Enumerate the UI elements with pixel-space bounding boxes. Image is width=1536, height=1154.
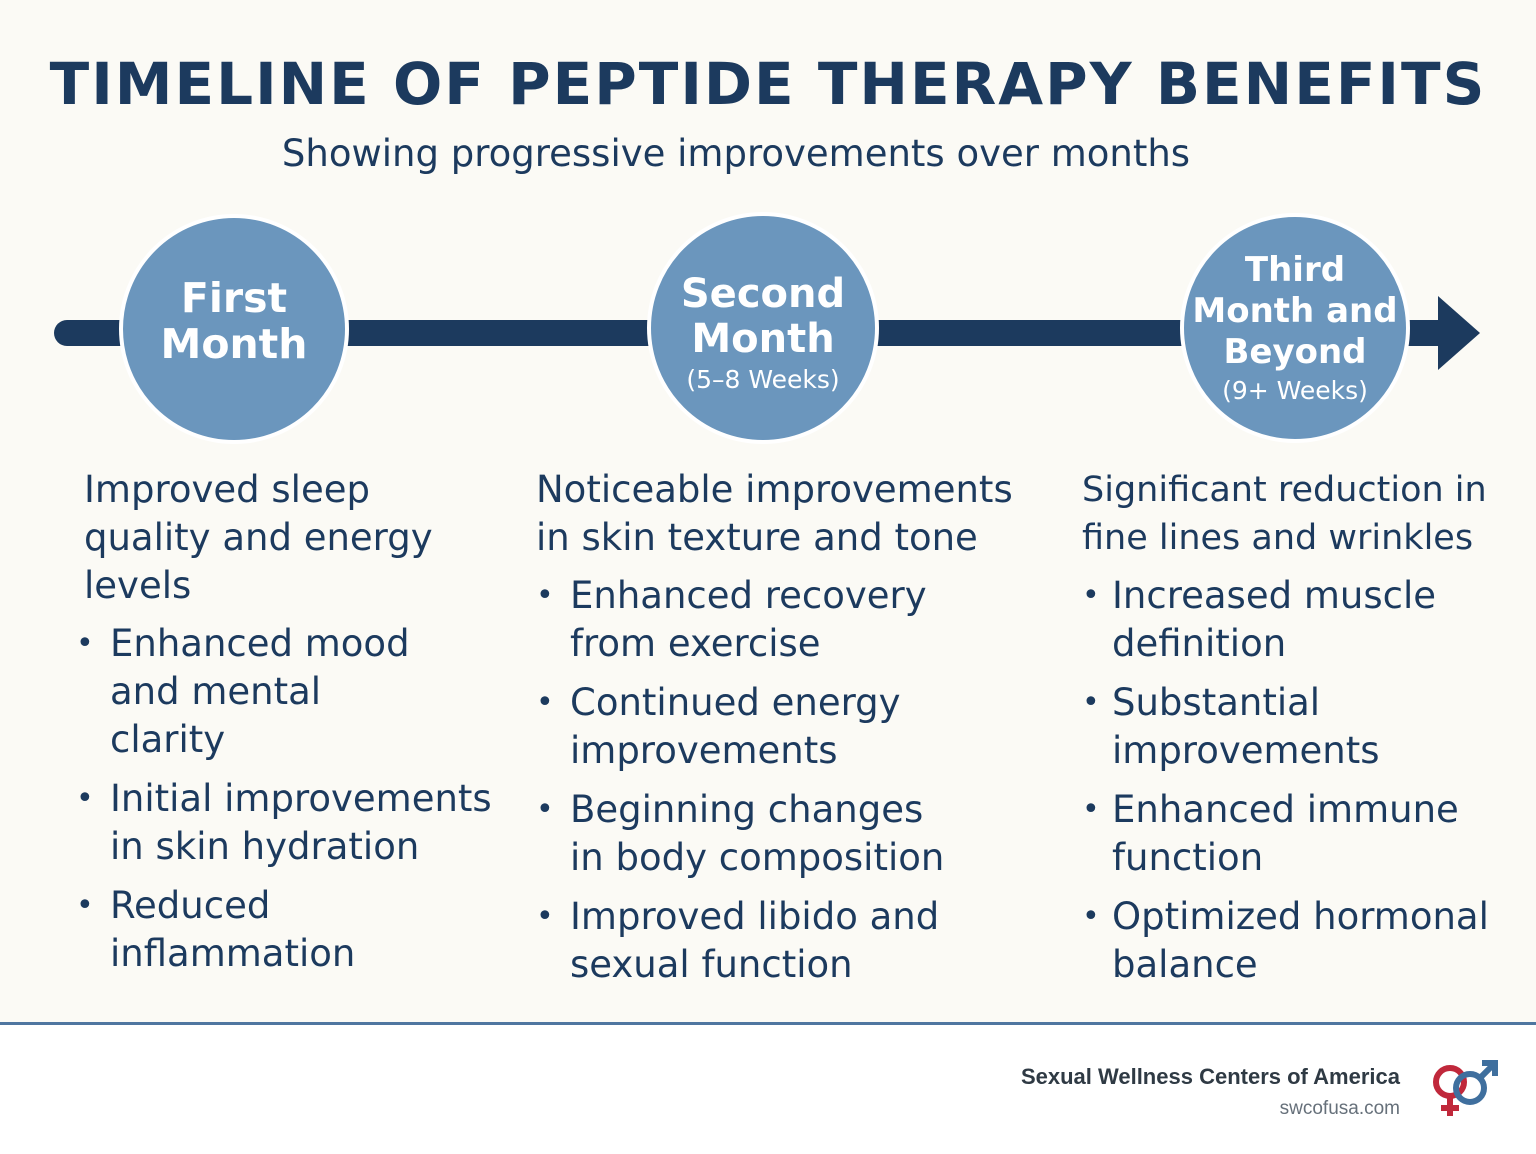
stage-2-weeks: (5–8 Weeks) xyxy=(686,364,840,394)
stage-circle-1 xyxy=(119,214,349,444)
stage-3-bullets: Increased muscle definition Substantial … xyxy=(1082,572,1522,989)
stage-3-label: Third Month and Beyond (9+ Weeks) xyxy=(1190,250,1400,406)
stage-3-lead: Significant reduction in fine lines and … xyxy=(1082,470,1487,558)
timeline-arrowhead xyxy=(1438,296,1480,370)
timeline-graphic xyxy=(54,212,1480,444)
list-item: Beginning changes in body composition xyxy=(536,786,956,882)
stage-2-lead: Noticeable improvements in skin texture … xyxy=(536,468,1013,559)
footer xyxy=(0,1025,1536,1154)
list-item: Reduced inflammation xyxy=(76,882,524,978)
page-subtitle: Showing progressive improvements over mo… xyxy=(281,132,1191,175)
stage-1-label: First Month xyxy=(134,274,334,368)
list-item: Continued energy improvements xyxy=(536,679,956,775)
stage-3-column: Significant reduction in fine lines and … xyxy=(1082,466,1522,1000)
stage-circle-2 xyxy=(647,212,879,444)
stage-2-bullets: Enhanced recovery from exercise Continue… xyxy=(536,572,1036,989)
page-title: TIMELINE OF PEPTIDE THERAPY BENEFITS xyxy=(49,50,1487,118)
stage-circle-3 xyxy=(1180,213,1410,443)
brand-url[interactable]: swcofusa.com xyxy=(1279,1098,1400,1119)
list-item: Enhanced immune function xyxy=(1082,786,1482,882)
list-item: Increased muscle definition xyxy=(1082,572,1482,668)
stage-1-lead: Improved sleep quality and energy levels xyxy=(84,468,433,607)
list-item: Substantial improvements xyxy=(1082,679,1412,775)
stage-2-name: Second Month xyxy=(680,271,846,362)
list-item: Improved libido and sexual function xyxy=(536,893,956,989)
list-item: Enhanced recovery from exercise xyxy=(536,572,956,668)
list-item: Initial improvements in skin hydration xyxy=(76,775,524,871)
stage-1-name: First Month xyxy=(160,274,308,368)
footer-divider xyxy=(0,1022,1536,1025)
stage-3-weeks: (9+ Weeks) xyxy=(1222,376,1368,406)
brand-name: Sexual Wellness Centers of America xyxy=(1020,1064,1400,1089)
stage-2-column: Noticeable improvements in skin texture … xyxy=(536,466,1036,1000)
stage-1-bullets: Enhanced mood and mental clarity Initial… xyxy=(76,620,524,978)
gender-symbols-icon xyxy=(1433,1060,1498,1116)
list-item: Enhanced mood and mental clarity xyxy=(76,620,436,764)
stage-3-name: Third Month and Beyond xyxy=(1192,250,1398,372)
stage-2-label: Second Month (5–8 Weeks) xyxy=(663,272,863,394)
stage-1-column: Improved sleep quality and energy levels… xyxy=(76,466,524,989)
list-item: Optimized hormonal balance xyxy=(1082,893,1502,989)
